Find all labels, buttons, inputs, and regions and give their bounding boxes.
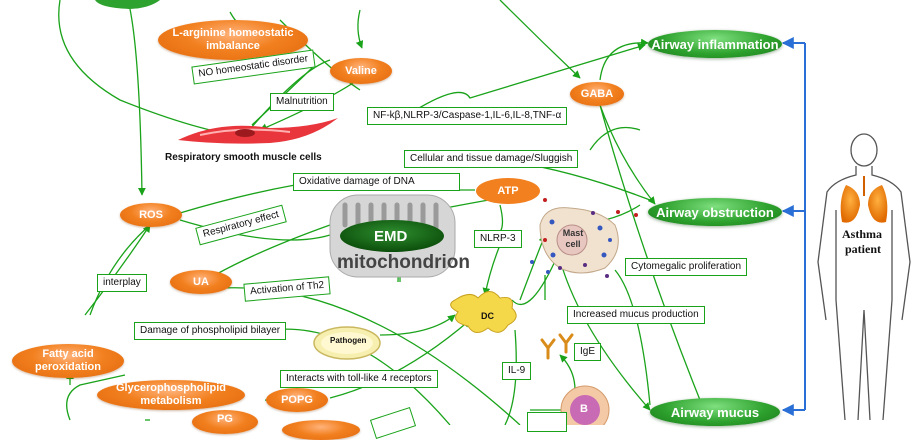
bottom-right-label-fragment (527, 412, 567, 432)
top-node-fragment (95, 0, 160, 9)
dendritic-cell-icon (450, 291, 517, 333)
dc-label: DC (481, 311, 494, 321)
cytomegalic-label: Cytomegalic proliferation (625, 258, 748, 276)
nfkb-label: NF-kβ,NLRP-3/Caspase-1,IL-6,IL-8,TNF-α (367, 107, 568, 125)
valine-node: Valine (330, 58, 392, 84)
b-cell-icon (560, 385, 610, 425)
smooth-muscle-cell-icon (178, 118, 338, 144)
fatty-acid-node: Fatty acid peroxidation (12, 344, 124, 378)
toll-like-label: Interacts with toll-like 4 receptors (280, 370, 438, 388)
diagram-canvas (58, 0, 911, 425)
mitochondrion-icon (329, 194, 456, 278)
pg-node: PG (192, 410, 258, 434)
mast-cell-granules (530, 198, 638, 278)
pathway-arrows (58, 0, 701, 425)
bottom-node-fragment (282, 420, 360, 440)
increased-mucus-label: Increased mucus production (567, 306, 705, 324)
patient-label-line2: patient (845, 242, 881, 256)
damage-phospholipid-label: Damage of phospholipid bilayer (134, 322, 287, 340)
ige-antibody-icon (540, 333, 574, 360)
glycerophospholipid-node: Glycerophospholipid metabolism (97, 380, 245, 410)
il9-label: IL-9 (502, 362, 532, 380)
airway-inflammation-node: Airway inflammation (648, 30, 782, 58)
malnutrition-label: Malnutrition (270, 93, 334, 111)
cellular-damage-label: Cellular and tissue damage/Sluggish (404, 150, 579, 168)
airway-mucus-node: Airway mucus (650, 398, 780, 426)
ua-node: UA (170, 270, 232, 294)
emd-label: EMD (374, 228, 408, 245)
mast-cell-label: Mast cell (562, 228, 584, 249)
popg-node: POPG (266, 388, 328, 412)
patient-label-line1: Asthma (842, 227, 883, 241)
pathogen-icon (313, 326, 381, 360)
interplay-label: interplay (97, 274, 147, 292)
patient-links (781, 37, 806, 416)
patient-figure-icon (817, 133, 911, 421)
ige-label: IgE (574, 343, 602, 361)
atp-node-shape (476, 178, 540, 204)
airway-obstruction-node: Airway obstruction (648, 198, 782, 226)
b-cell-label: B (580, 403, 588, 415)
pathogen-label: Pathogen (330, 336, 367, 345)
ros-node: ROS (120, 203, 182, 227)
mast-cell-icon (539, 207, 619, 274)
oxidative-damage-label: Oxidative damage of DNA (293, 173, 460, 191)
mitochondrion-label: mitochondrion (337, 252, 470, 273)
atp-node: ATP (497, 184, 519, 197)
smooth-muscle-label: Respiratory smooth muscle cells (165, 152, 322, 163)
nlrp3-label: NLRP-3 (474, 230, 522, 248)
gaba-node: GABA (570, 82, 624, 106)
patient-lungs-icon (840, 176, 888, 223)
